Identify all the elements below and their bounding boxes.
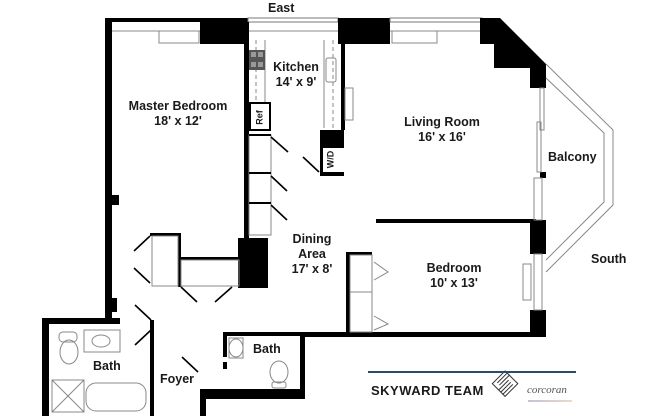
room-size: 17' x 8': [291, 262, 333, 276]
room-size: 10' x 13': [430, 276, 478, 290]
refrigerator-label: Ref: [254, 110, 265, 125]
brand-divider: [368, 371, 576, 373]
room-bath-hall: Bath: [253, 342, 281, 356]
room-bath-master: Bath: [93, 359, 121, 373]
skyward-logo-icon: [491, 370, 519, 398]
team-name: SKYWARD TEAM: [371, 383, 484, 398]
room-name-line2: Area: [298, 247, 326, 261]
room-dining-area: Dining Area 17' x 8': [284, 232, 340, 277]
brokerage-logo: corcoran: [527, 384, 567, 396]
compass-east-label: East: [268, 1, 295, 15]
room-balcony: Balcony: [548, 150, 597, 164]
room-name: Kitchen: [273, 60, 319, 74]
brokerage-underline: [528, 400, 572, 402]
room-size: 16' x 16': [418, 130, 466, 144]
room-name: Master Bedroom: [128, 99, 228, 113]
room-foyer: Foyer: [160, 372, 195, 386]
room-living-room: Living Room 16' x 16': [400, 115, 484, 145]
compass-south-label: South: [591, 252, 627, 266]
room-name-line1: Dining: [292, 232, 332, 246]
room-bedroom: Bedroom 10' x 13': [418, 261, 490, 291]
room-name: Living Room: [404, 115, 480, 129]
room-size: 14' x 9': [275, 75, 317, 89]
room-kitchen: Kitchen 14' x 9': [268, 60, 324, 90]
room-master-bedroom: Master Bedroom 18' x 12': [122, 99, 234, 129]
room-name: Bedroom: [426, 261, 482, 275]
room-size: 18' x 12': [154, 114, 202, 128]
washer-dryer-label: W/D: [325, 150, 336, 169]
